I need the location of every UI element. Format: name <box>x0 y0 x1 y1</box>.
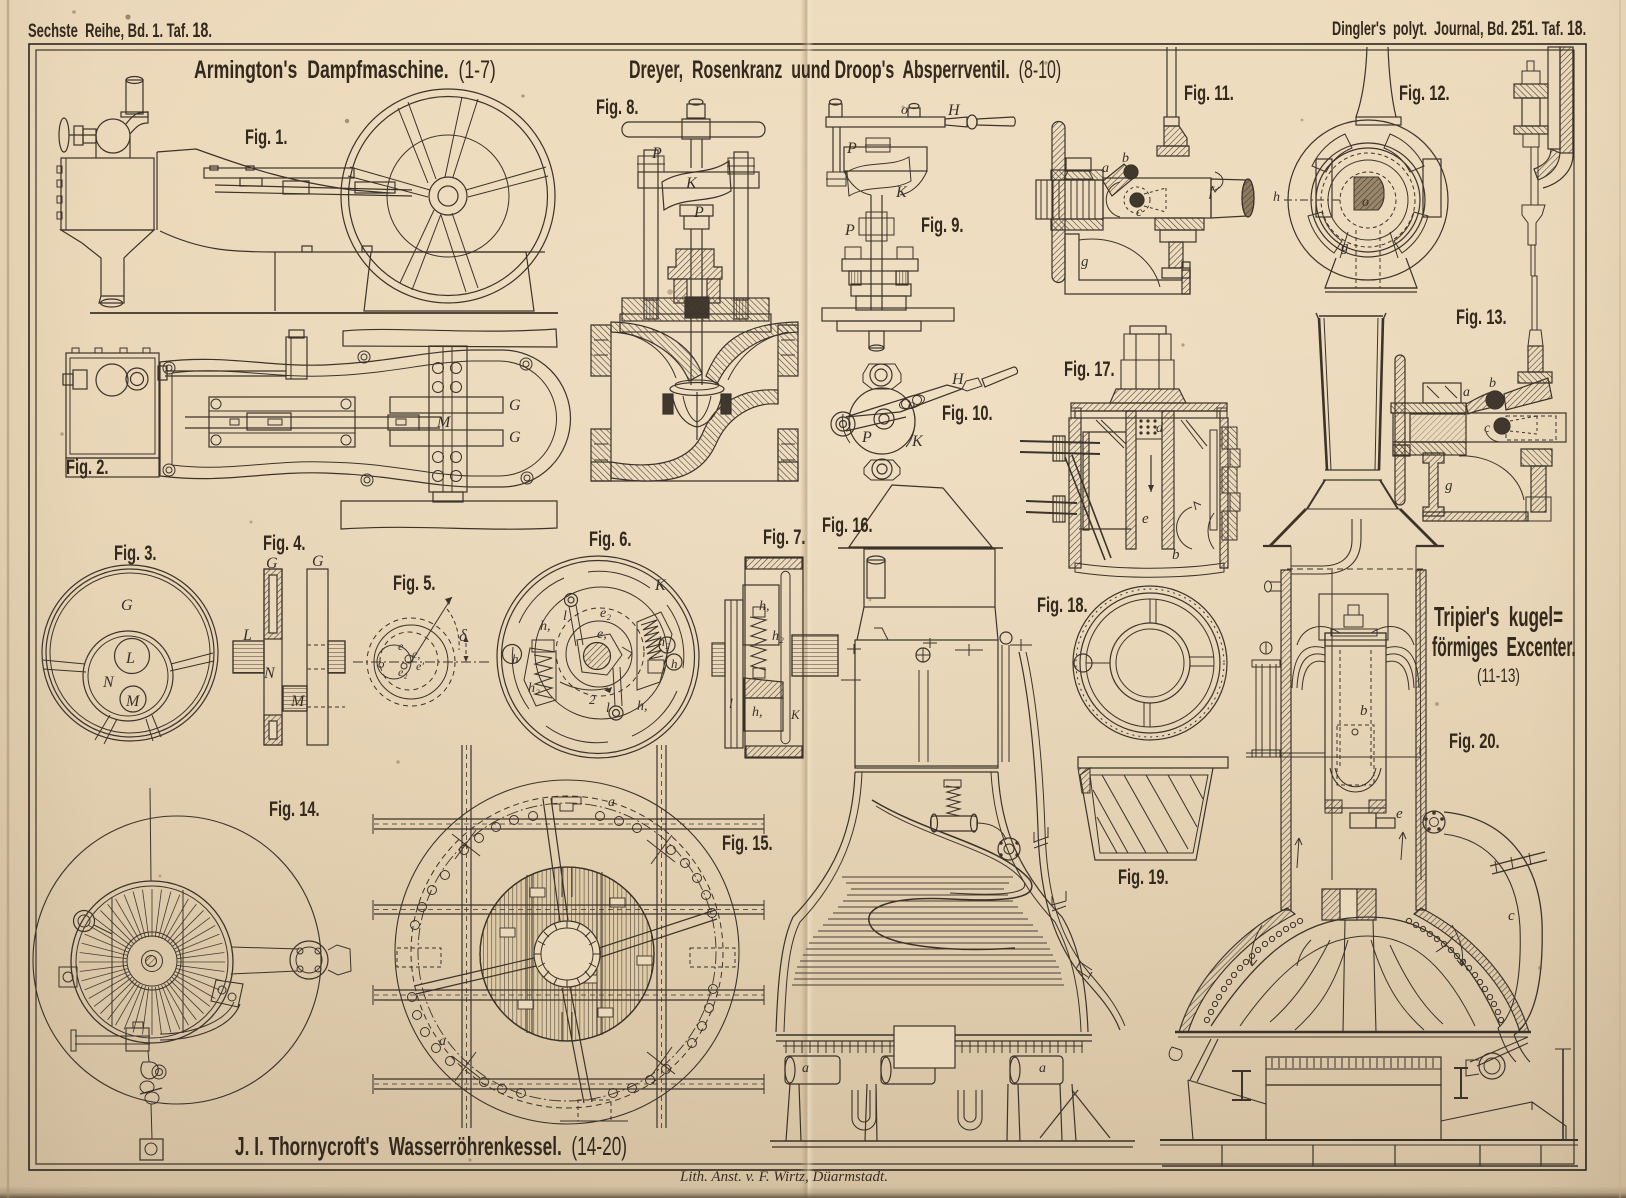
svg-text:e,: e, <box>412 647 420 661</box>
svg-text:G: G <box>509 429 521 446</box>
svg-text:g: g <box>1341 239 1349 255</box>
svg-text:2: 2 <box>589 692 596 707</box>
svg-text:g: g <box>1445 478 1453 494</box>
svg-text:P: P <box>861 429 872 446</box>
svg-text:o: o <box>901 103 908 118</box>
svg-text:h₂: h₂ <box>528 681 540 696</box>
svg-text:g: g <box>1081 254 1089 270</box>
svg-text:o: o <box>1362 195 1369 210</box>
svg-text:M: M <box>436 414 452 431</box>
svg-text:a: a <box>1039 1061 1046 1076</box>
svg-text:l: l <box>606 701 610 716</box>
svg-text:l: l <box>563 609 567 624</box>
svg-text:e: e <box>398 639 404 653</box>
svg-text:h: h <box>512 651 519 666</box>
svg-text:H: H <box>951 371 965 388</box>
svg-text:b: b <box>1489 376 1496 391</box>
svg-text:L: L <box>242 627 252 644</box>
svg-text:e₂: e₂ <box>398 665 408 679</box>
svg-text:b: b <box>1172 547 1180 563</box>
svg-text:K: K <box>895 184 908 201</box>
svg-text:K: K <box>685 175 698 192</box>
svg-text:L: L <box>125 650 135 667</box>
svg-text:e: e <box>1396 806 1403 822</box>
svg-text:P: P <box>651 145 662 162</box>
svg-text:h,: h, <box>540 619 551 634</box>
svg-text:N: N <box>263 665 276 682</box>
svg-text:M: M <box>290 693 306 710</box>
svg-text:K: K <box>654 577 667 594</box>
svg-text:K: K <box>790 707 801 722</box>
svg-text:d: d <box>1156 421 1164 436</box>
svg-text:c: c <box>1484 421 1491 436</box>
svg-text:l: l <box>729 697 733 712</box>
svg-text:e: e <box>1142 511 1149 527</box>
svg-text:H: H <box>947 102 961 119</box>
svg-text:a: a <box>802 1061 809 1076</box>
svg-text:o: o <box>378 656 385 671</box>
svg-text:δ: δ <box>459 626 468 645</box>
svg-text:M: M <box>125 693 141 710</box>
svg-text:a: a <box>608 795 615 810</box>
svg-text:a: a <box>1102 161 1109 176</box>
svg-text:P: P <box>844 222 855 239</box>
svg-text:o: o <box>908 398 915 413</box>
svg-text:h: h <box>1273 190 1280 205</box>
svg-text:h: h <box>671 656 678 671</box>
svg-text:G: G <box>266 555 278 572</box>
svg-text:h,: h, <box>637 699 648 714</box>
svg-text:e': e' <box>416 659 424 673</box>
svg-text:e₂: e₂ <box>600 606 611 621</box>
svg-text:b: b <box>1122 151 1129 166</box>
svg-text:a: a <box>1463 385 1470 400</box>
svg-text:e,: e, <box>597 627 607 642</box>
svg-text:G: G <box>312 553 324 570</box>
svg-text:c: c <box>1508 908 1515 924</box>
svg-text:b: b <box>1360 703 1368 719</box>
svg-text:h,: h, <box>752 705 763 720</box>
svg-text:a: a <box>439 1034 446 1049</box>
svg-text:G: G <box>509 397 521 414</box>
svg-text:K: K <box>911 433 924 450</box>
svg-text:h₂: h₂ <box>658 635 670 650</box>
svg-text:c: c <box>1136 205 1143 220</box>
svg-text:h,: h, <box>759 599 770 614</box>
svg-text:P: P <box>693 204 704 221</box>
svg-text:h₂: h₂ <box>772 629 784 644</box>
svg-text:G: G <box>121 597 133 614</box>
svg-text:N: N <box>102 674 115 691</box>
svg-text:P: P <box>846 140 857 157</box>
svg-text:f: f <box>1209 185 1215 200</box>
